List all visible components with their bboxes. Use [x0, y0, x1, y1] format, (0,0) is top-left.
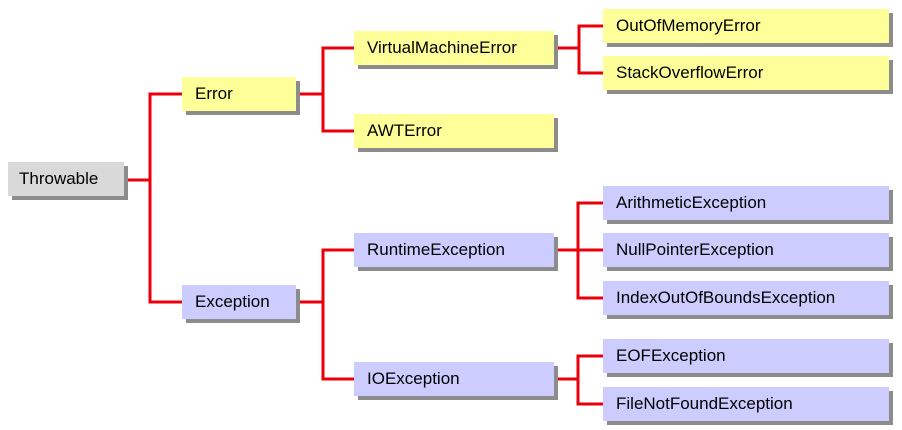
node-runtime-exception: RuntimeException	[354, 233, 554, 267]
node-null-pointer-exception-label: NullPointerException	[616, 240, 774, 259]
node-virtual-machine-error: VirtualMachineError	[354, 31, 554, 65]
node-arithmetic-exception-label: ArithmeticException	[616, 193, 767, 212]
node-io-exception-label: IOException	[367, 369, 460, 388]
node-error-label: Error	[195, 84, 233, 103]
node-index-out-of-bounds-exception: IndexOutOfBoundsException	[603, 281, 889, 315]
node-runtime-exception-label: RuntimeException	[367, 240, 505, 259]
node-exception-label: Exception	[195, 292, 270, 311]
connector-vmerror-children	[552, 24, 605, 75]
node-arithmetic-exception: ArithmeticException	[603, 186, 889, 220]
node-virtual-machine-error-label: VirtualMachineError	[367, 38, 517, 57]
node-throwable-label: Throwable	[19, 169, 99, 188]
node-eof-exception-label: EOFException	[616, 346, 726, 365]
node-out-of-memory-error: OutOfMemoryError	[603, 9, 889, 43]
connector-error-children	[294, 46, 356, 133]
node-stack-overflow-error-label: StackOverflowError	[616, 63, 764, 82]
node-exception: Exception	[182, 285, 296, 319]
node-null-pointer-exception: NullPointerException	[603, 233, 889, 267]
connector-exception-children	[294, 248, 356, 381]
connector-io-children	[552, 354, 605, 406]
connector-runtime-children	[552, 201, 605, 300]
node-stack-overflow-error: StackOverflowError	[603, 56, 889, 90]
node-awt-error: AWTError	[354, 114, 554, 148]
node-file-not-found-exception-label: FileNotFoundException	[616, 394, 793, 413]
node-throwable: Throwable	[8, 162, 124, 196]
node-eof-exception: EOFException	[603, 339, 889, 373]
node-awt-error-label: AWTError	[367, 121, 442, 140]
node-file-not-found-exception: FileNotFoundException	[603, 387, 889, 421]
node-error: Error	[182, 77, 296, 111]
connector-throwable-children	[122, 92, 184, 304]
node-index-out-of-bounds-exception-label: IndexOutOfBoundsException	[616, 288, 836, 307]
node-io-exception: IOException	[354, 362, 554, 396]
node-out-of-memory-error-label: OutOfMemoryError	[616, 16, 761, 35]
